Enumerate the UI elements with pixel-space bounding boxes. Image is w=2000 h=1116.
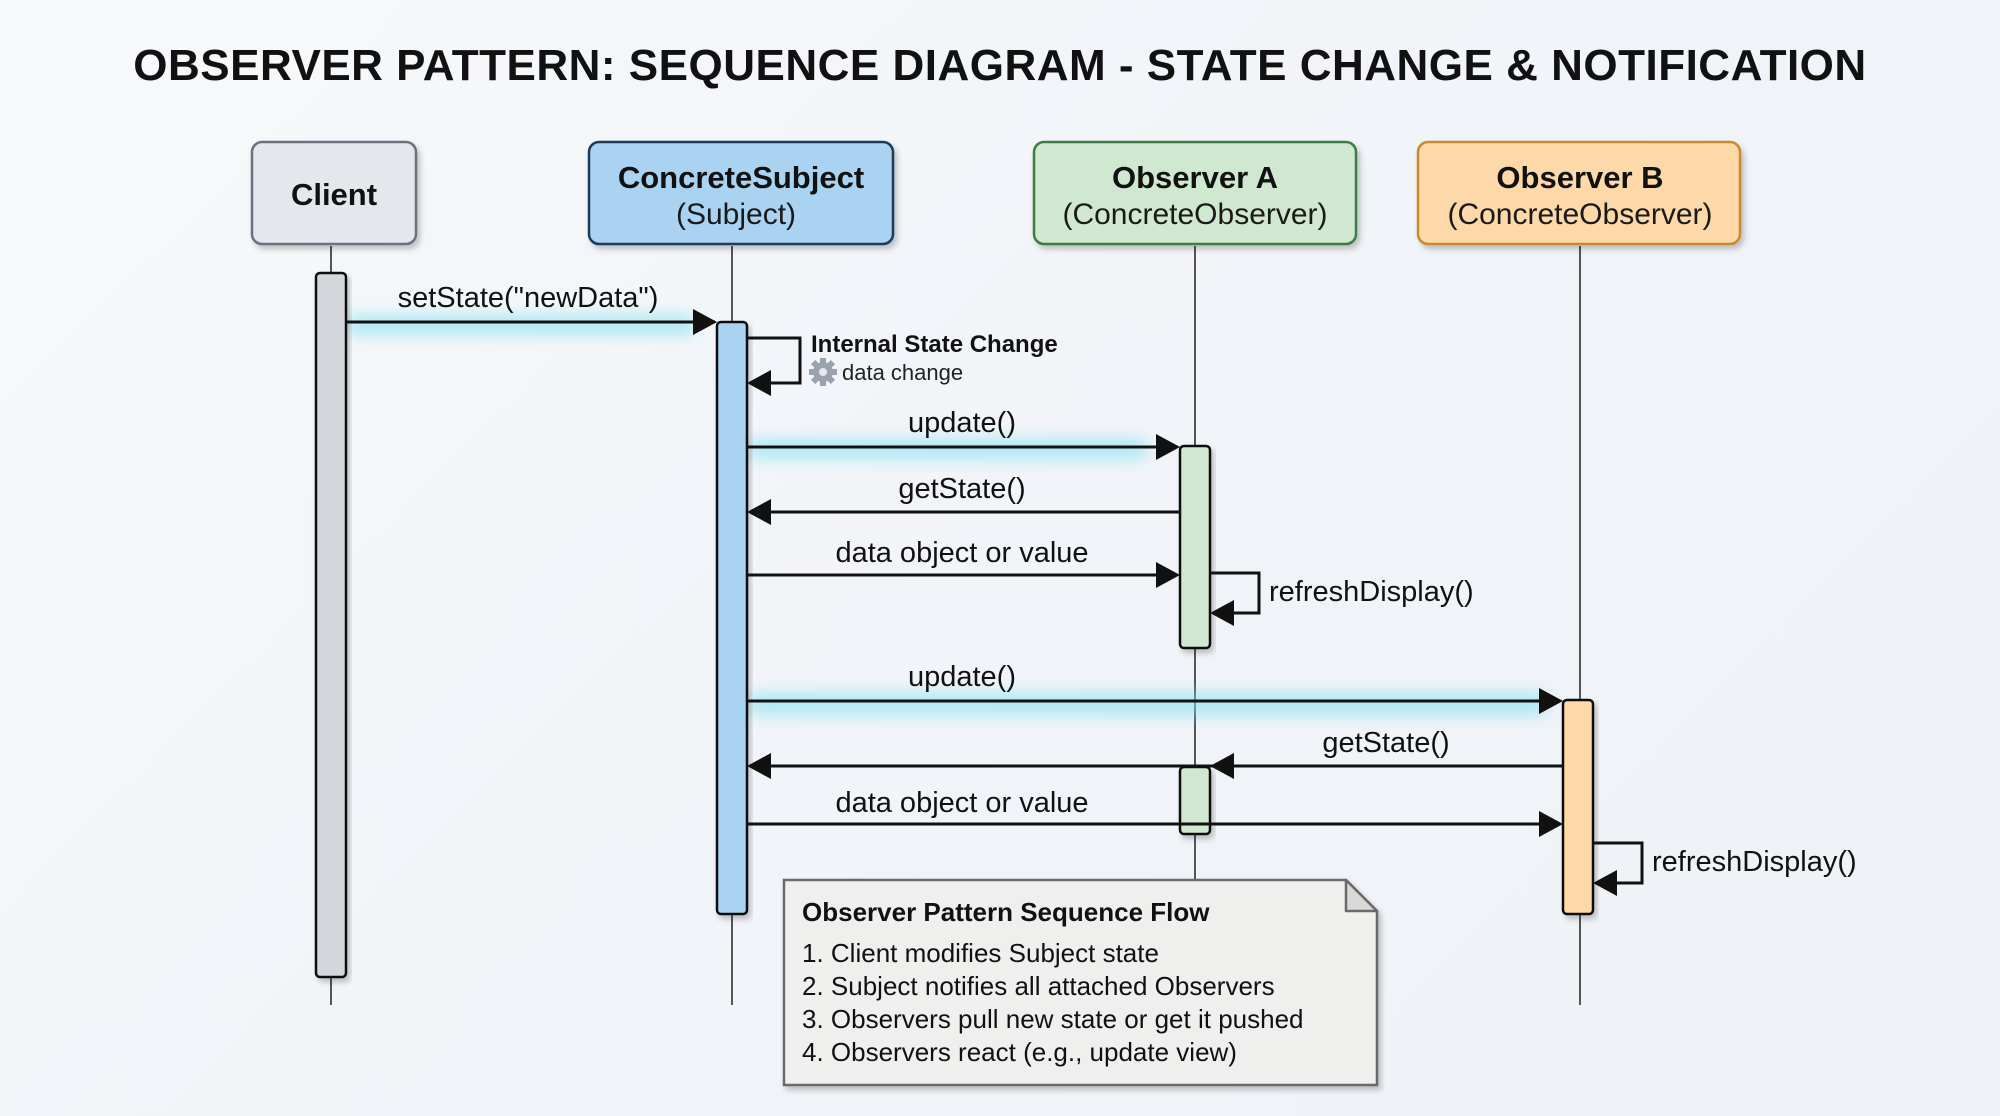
message-update-observer-b[interactable]: update() <box>747 661 1563 714</box>
highlight-glow-update-b <box>748 692 1548 716</box>
participant-subject-subtitle: (Subject) <box>676 198 796 231</box>
note-title: Observer Pattern Sequence Flow <box>802 897 1210 927</box>
diagram-title: OBSERVER PATTERN: SEQUENCE DIAGRAM - STA… <box>133 41 1866 90</box>
participant-observer-b-name: Observer B <box>1496 160 1663 195</box>
label-setstate: setState("newData") <box>398 282 659 314</box>
highlight-glow-setstate <box>346 314 696 336</box>
self-loop-observer-a <box>1210 571 1261 615</box>
label-refresh-b: refreshDisplay() <box>1652 846 1857 878</box>
message-getstate-observer-b[interactable]: getState() <box>747 727 1563 779</box>
title-bold: OBSERVER PATTERN: <box>133 41 616 90</box>
activation-subject <box>715 320 749 916</box>
arrowhead-self-subject <box>747 370 771 396</box>
participant-observer-a-subtitle: (ConcreteObserver) <box>1062 198 1327 231</box>
label-data-b: data object or value <box>835 787 1088 819</box>
label-update-a: update() <box>908 407 1016 439</box>
arrowhead-getstate-b-observer-a <box>1210 753 1234 779</box>
label-update-b: update() <box>908 661 1016 693</box>
arrowhead-data-a <box>1156 562 1180 588</box>
note-item: 3. Observers pull new state or get it pu… <box>802 1004 1304 1034</box>
arrowhead-update-a <box>1156 434 1180 460</box>
participant-client[interactable] <box>250 140 418 246</box>
label-getstate-a: getState() <box>898 473 1025 505</box>
participant-observer-a-name: Observer A <box>1112 160 1278 195</box>
arrowhead-data-b <box>1539 811 1563 837</box>
activation-client <box>314 271 348 979</box>
note-item: 1. Client modifies Subject state <box>802 938 1159 968</box>
message-getstate-observer-a[interactable]: getState() <box>747 473 1180 525</box>
gear-icon <box>809 358 837 386</box>
arrowhead-self-a <box>1210 600 1234 626</box>
arrowhead-getstate-a <box>747 499 771 525</box>
note-item: 2. Subject notifies all attached Observe… <box>802 971 1275 1001</box>
activation-observer-b <box>1561 698 1595 916</box>
note-folded-corner <box>1344 878 1379 913</box>
self-loop-observer-b <box>1593 841 1644 885</box>
participant-subject[interactable] <box>587 140 895 246</box>
participant-observer-b[interactable] <box>1416 140 1742 246</box>
message-refresh-observer-a[interactable]: refreshDisplay() <box>1210 571 1474 626</box>
arrowhead-update-b <box>1539 688 1563 714</box>
note-box <box>782 878 1379 1087</box>
activation-observer-a-1 <box>1178 444 1212 650</box>
message-setstate[interactable]: setState("newData") <box>346 282 717 335</box>
message-internal-state-change[interactable]: Internal State Change data change <box>747 331 1058 396</box>
label-getstate-b: getState() <box>1322 727 1449 759</box>
highlight-glow-update-a <box>748 438 1148 460</box>
label-data-change: data change <box>842 360 963 385</box>
message-data-observer-b[interactable]: data object or value <box>747 787 1563 837</box>
message-update-observer-a[interactable]: update() <box>747 407 1180 460</box>
participant-subject-name: ConcreteSubject <box>618 160 864 195</box>
message-data-observer-a[interactable]: data object or value <box>747 537 1180 588</box>
arrowhead-getstate-b <box>747 753 771 779</box>
message-refresh-observer-b[interactable]: refreshDisplay() <box>1593 841 1857 896</box>
label-internal-state-change: Internal State Change <box>811 331 1058 358</box>
participant-client-name: Client <box>291 177 377 212</box>
self-loop-subject <box>747 336 802 385</box>
note-item: 4. Observers react (e.g., update view) <box>802 1037 1237 1067</box>
label-data-a: data object or value <box>835 537 1088 569</box>
arrowhead-setstate <box>693 309 717 335</box>
label-refresh-a: refreshDisplay() <box>1269 576 1474 608</box>
arrowhead-self-b <box>1593 870 1617 896</box>
participant-observer-b-subtitle: (ConcreteObserver) <box>1447 198 1712 231</box>
title-rest: SEQUENCE DIAGRAM - STATE CHANGE & NOTIFI… <box>616 41 1867 90</box>
participant-observer-a[interactable] <box>1032 140 1358 246</box>
